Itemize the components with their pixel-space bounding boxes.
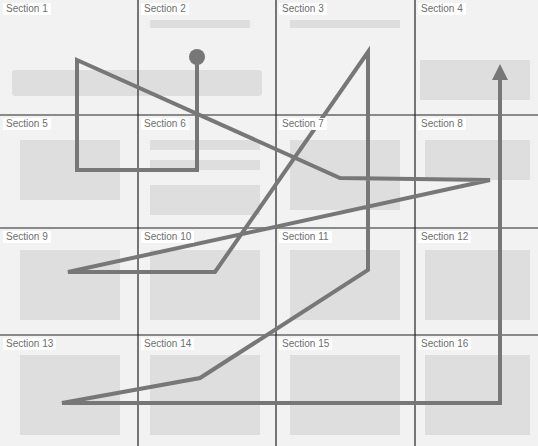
section-label: Section 16 <box>418 338 471 350</box>
section-label: Section 8 <box>418 118 466 130</box>
section-label: Section 2 <box>141 3 189 15</box>
section-label: Section 3 <box>279 3 327 15</box>
section-label: Section 12 <box>418 231 471 243</box>
section-label: Section 10 <box>141 231 194 243</box>
section-label: Section 7 <box>279 118 327 130</box>
section-label: Section 9 <box>3 231 51 243</box>
section-label: Section 4 <box>418 3 466 15</box>
section-label: Section 15 <box>279 338 332 350</box>
eye-scanpath <box>62 52 500 403</box>
section-label: Section 1 <box>3 3 51 15</box>
section-label: Section 14 <box>141 338 194 350</box>
section-label: Section 13 <box>3 338 56 350</box>
section-label: Section 6 <box>141 118 189 130</box>
section-label: Section 5 <box>3 118 51 130</box>
section-label: Section 11 <box>279 231 332 243</box>
